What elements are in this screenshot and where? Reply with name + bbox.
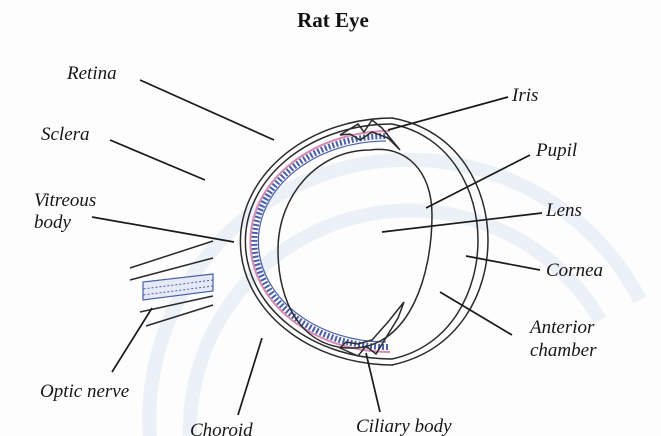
label-optic-nerve: Optic nerve [40,381,129,402]
label-vitreous-line1: Vitreous [34,190,96,211]
leader-optic-nerve [112,308,152,372]
diagram-title: Rat Eye [297,8,369,32]
label-choroid: Choroid [190,420,253,436]
eyeball [240,118,488,365]
label-anterior-line1: Anterior [528,317,595,338]
label-anterior-line2: chamber [530,340,597,361]
leader-sclera [110,140,205,180]
labels: Retina Sclera Vitreous body Optic nerve … [34,63,603,436]
leader-ciliary-body [366,353,380,412]
label-retina: Retina [66,63,117,84]
label-vitreous-line2: body [34,212,72,233]
leader-retina [140,80,274,140]
label-cornea: Cornea [546,260,603,281]
label-sclera: Sclera [41,124,90,145]
leader-vitreous [92,217,234,242]
leader-choroid [238,338,262,415]
label-lens: Lens [545,200,582,221]
label-ciliary-body: Ciliary body [356,416,452,436]
leader-cornea [466,256,540,270]
leader-iris [388,97,508,130]
label-iris: Iris [511,85,538,106]
label-pupil: Pupil [535,140,577,161]
